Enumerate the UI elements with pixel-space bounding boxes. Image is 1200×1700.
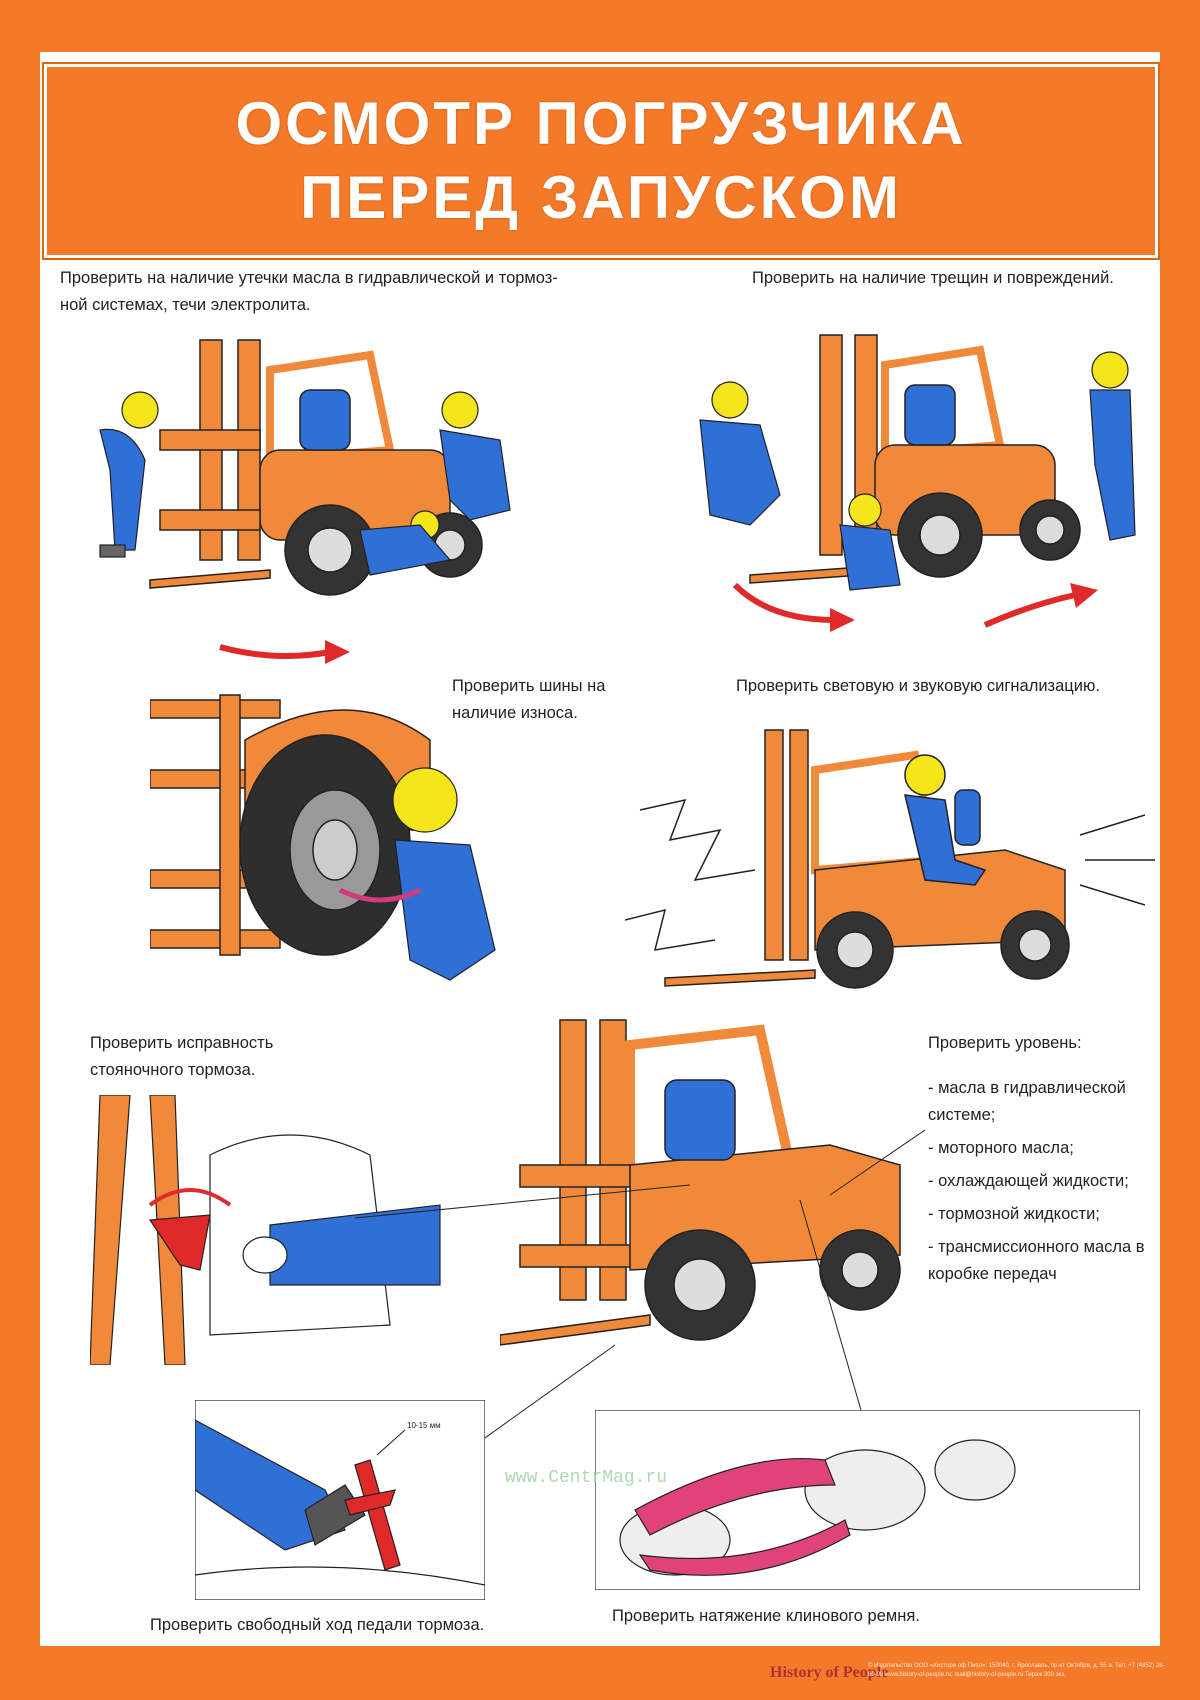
publisher-brand: History of People [770,1664,889,1681]
illustration-tires [150,694,496,981]
caption-oil-leak: Проверить на наличие утечки масла в гидр… [60,269,558,314]
publisher-imprint: © Издательство ООО «Хистори оф Пипл»: 15… [868,1663,1165,1678]
list-item: - моторного масла; [928,1139,1074,1157]
list-item: - тормозной жидкости; [928,1205,1100,1223]
arrow-red [983,583,1098,628]
illustration-forklift-main [500,1019,901,1346]
caption-tires-1: Проверить шины на [452,677,606,695]
caption-pedal: Проверить свободный ход педали тормоза. [150,1616,485,1634]
list-item: - трансмиссионного масла в коробке перед… [928,1238,1145,1283]
title-line-1: ОСМОТР ПОГРУЗЧИКА [235,90,967,157]
levels-list: - масла в гидравлической системе; - мото… [928,1075,1148,1294]
worker-left [99,391,159,558]
arrow-red [732,582,855,632]
sound-waves [625,798,1155,951]
illustration-parking-brake [90,1095,441,1365]
caption-cracks: Проверить на наличие трещин и повреждени… [752,269,1114,287]
arrow-red [219,640,350,664]
title-line-2: ПЕРЕД ЗАПУСКОМ [300,164,902,231]
watermark: www.CentrMag.ru [505,1468,668,1488]
caption-tires-2: наличие износа. [452,704,578,722]
worker-right [439,391,511,521]
caption-parking-1: Проверить исправность [90,1034,274,1052]
caption-parking-2: стояночного тормоза. [90,1061,256,1079]
caption-signals: Проверить световую и звуковую сигнализац… [736,677,1100,695]
illustration-belt [595,1410,1140,1590]
list-item: - охлаждающей жидкости; [928,1172,1129,1190]
illustration-signals [625,729,1155,989]
caption-belt: Проверить натяжение клинового ремня. [612,1607,920,1625]
caption-levels-title: Проверить уровень: [928,1034,1082,1052]
title-banner: ОСМОТР ПОГРУЗЧИКА ПЕРЕД ЗАПУСКОМ [44,64,1158,258]
illustration-pedal: 10-15 мм [195,1400,485,1600]
illustration-cracks [699,334,1136,591]
worker-lying [359,510,452,576]
illustration-oil-leak [99,339,511,596]
pedal-measure-label: 10-15 мм [407,1421,441,1430]
list-item: - масла в гидравлической системе; [928,1079,1126,1124]
